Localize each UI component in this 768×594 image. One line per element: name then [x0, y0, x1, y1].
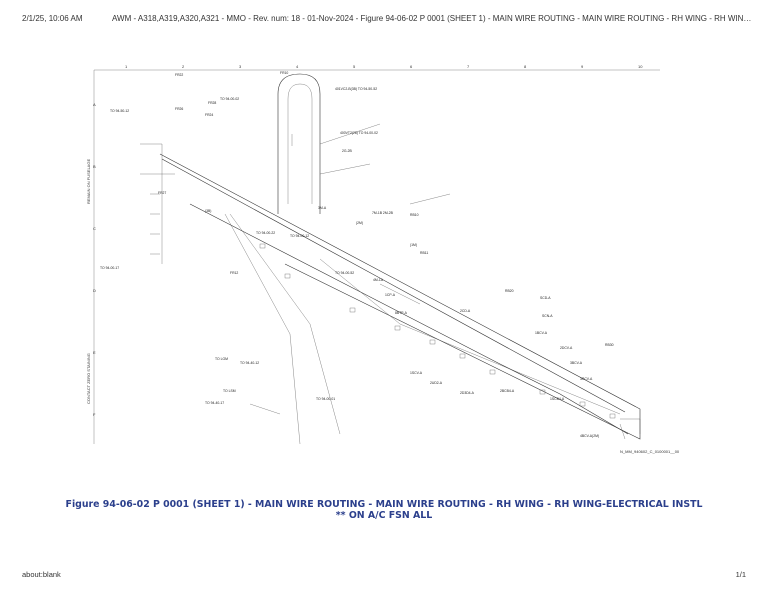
wire-label: TO 94-00-02	[220, 97, 239, 101]
wire-label: 2DCV-A	[560, 346, 573, 350]
wire-label: (3B)	[205, 209, 211, 213]
wire-label: (1M)	[410, 243, 417, 247]
wire-label: FR22	[175, 73, 183, 77]
wire-label: 2D3D4-A	[460, 391, 475, 395]
wire-label: 1BCV-A	[535, 331, 548, 335]
wire-label: 8BTP-A	[395, 311, 408, 315]
grid-col-8: 8	[524, 64, 527, 69]
grid-column-labels: 1 2 3 4 5 6 7 8 9 10	[125, 64, 643, 69]
grid-row-F: F	[93, 412, 96, 417]
grid-col-5: 5	[353, 64, 356, 69]
print-datetime: 2/1/25, 10:06 AM	[22, 14, 83, 23]
wire-label: 2UD2-A	[430, 381, 443, 385]
wire-label: RB30	[605, 343, 614, 347]
wire-label: 2G-2B	[342, 149, 353, 153]
footer-page: 1/1	[735, 570, 746, 579]
footer-url: about:blank	[22, 570, 61, 579]
wire-label: FR26	[175, 107, 183, 111]
drawing-file-id: N_MM_940602_C_0100001__00	[620, 449, 680, 454]
wire-label: FR28	[208, 101, 216, 105]
wire-label: TO 94-00-01	[316, 397, 335, 401]
grid-col-6: 6	[410, 64, 413, 69]
wire-routing-drawing: 1 2 3 4 5 6 7 8 9 10 A B C D E F REMAIN ON FUSELAGE CO…	[86, 64, 680, 454]
grid-row-B: B	[93, 164, 96, 169]
grid-row-C: C	[93, 226, 96, 231]
wire-bundles	[140, 123, 626, 440]
wire-label: SCN-A	[542, 314, 553, 318]
grid-row-D: D	[93, 288, 96, 293]
wire-label: 400VT2(28) TO 94-00-02	[340, 131, 378, 135]
side-label-zero: CONTACT ZERO STAINING	[86, 353, 91, 404]
wire-label: 7M-1B 2M-2B	[372, 211, 394, 215]
wire-label: TO LGM	[215, 357, 228, 361]
grid-col-10: 10	[638, 64, 643, 69]
wire-label: TO 94-00-17	[100, 266, 119, 270]
wire-label: FR27	[158, 191, 166, 195]
grid-col-7: 7	[467, 64, 470, 69]
wire-label: 4BCV-A(2M)	[580, 434, 599, 438]
grid-col-4: 4	[296, 64, 299, 69]
wire-label: TO 94-00-22	[256, 231, 275, 235]
wire-label: RB10	[410, 213, 419, 217]
drawing-frame	[93, 69, 660, 444]
clamps	[259, 243, 616, 419]
wire-label: 401VC2-B(3B) TO 94-50-52	[335, 87, 377, 91]
wire-label: TO 94-50-12	[110, 109, 129, 113]
grid-col-9: 9	[581, 64, 584, 69]
wire-label: TO 94-40-17	[205, 401, 224, 405]
wire-label: TO 94-40-12	[240, 361, 259, 365]
wire-label: 3BCV-A	[570, 361, 583, 365]
figure-applicability: ** ON A/C FSN ALL	[335, 510, 433, 521]
wire-label: (2M)	[356, 221, 363, 225]
wing-outline	[159, 153, 641, 445]
grid-row-labels: A B C D E F	[93, 102, 96, 417]
side-label-fuselage: REMAIN ON FUSELAGE	[86, 159, 91, 204]
wire-label: 1CP-A	[385, 293, 396, 297]
wire-label: 1SCB4-A	[550, 397, 565, 401]
wire-label: 3RCV-A	[580, 377, 593, 381]
grid-col-1: 1	[125, 64, 128, 69]
engine-pylon	[277, 73, 321, 214]
wire-label: 2BCB4-A	[500, 389, 515, 393]
grid-row-A: A	[93, 102, 96, 107]
grid-row-E: E	[93, 350, 96, 355]
wire-label: RB11	[420, 251, 428, 255]
figure-caption: Figure 94-06-02 P 0001 (SHEET 1) - MAIN …	[65, 499, 703, 510]
wire-label: 2CD-A	[460, 309, 471, 313]
print-title: AWM - A318,A319,A320,A321 - MMO - Rev. n…	[112, 14, 752, 23]
wire-label: 1SCV-A	[410, 371, 423, 375]
wire-label: TO 94-00-12	[290, 234, 309, 238]
wire-label: FR12	[230, 271, 238, 275]
wire-label: RB20	[505, 289, 514, 293]
grid-col-2: 2	[182, 64, 185, 69]
wire-label: 4M-1A	[373, 278, 384, 282]
wire-label: SCD-A	[540, 296, 551, 300]
wire-label: FR10	[280, 71, 288, 75]
wire-label: 3M-A	[318, 206, 327, 210]
wire-label: TO LSM	[223, 389, 236, 393]
wire-label: FR24	[205, 113, 213, 117]
wire-label: TO 94-00-52	[335, 271, 354, 275]
grid-col-3: 3	[239, 64, 242, 69]
